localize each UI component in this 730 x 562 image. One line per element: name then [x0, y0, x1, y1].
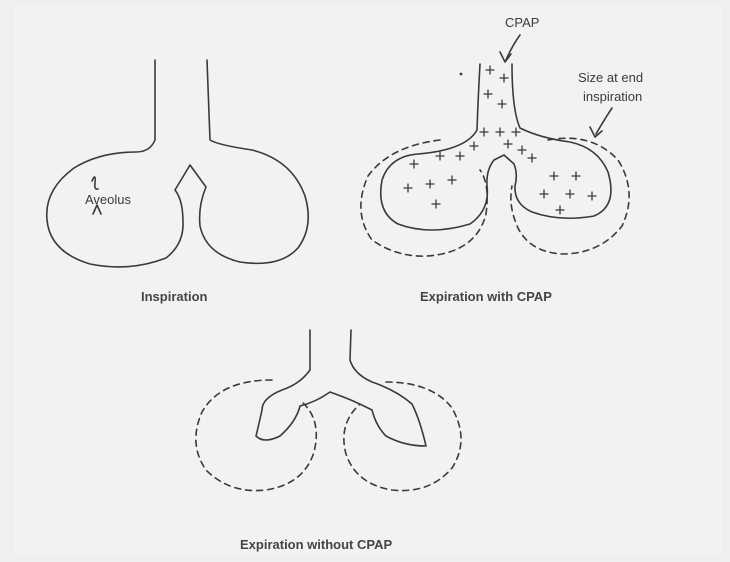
- end-inspiration-arrow: [590, 108, 612, 137]
- cpap-label: CPAP: [505, 15, 539, 30]
- ink-speck: [460, 73, 463, 76]
- alveolus-label: Aveolus: [85, 192, 131, 207]
- no-cpap-lung-outline: [256, 330, 426, 446]
- cpap-pressure-plus-marks: [404, 66, 596, 214]
- expiration-without-cpap-caption: Expiration without CPAP: [240, 537, 392, 552]
- cpap-end-inspiration-outline: [361, 138, 629, 256]
- inspiration-caption: Inspiration: [141, 289, 207, 304]
- no-cpap-end-inspiration-outline: [196, 380, 461, 491]
- cpap-lung-outline: [381, 64, 611, 230]
- inspiration-lung-outline: [47, 60, 309, 267]
- size-at-end-label: Size at end: [578, 70, 643, 85]
- cpap-arrow: [500, 35, 520, 62]
- expiration-with-cpap-caption: Expiration with CPAP: [420, 289, 552, 304]
- inspiration-annotation-label: inspiration: [583, 89, 642, 104]
